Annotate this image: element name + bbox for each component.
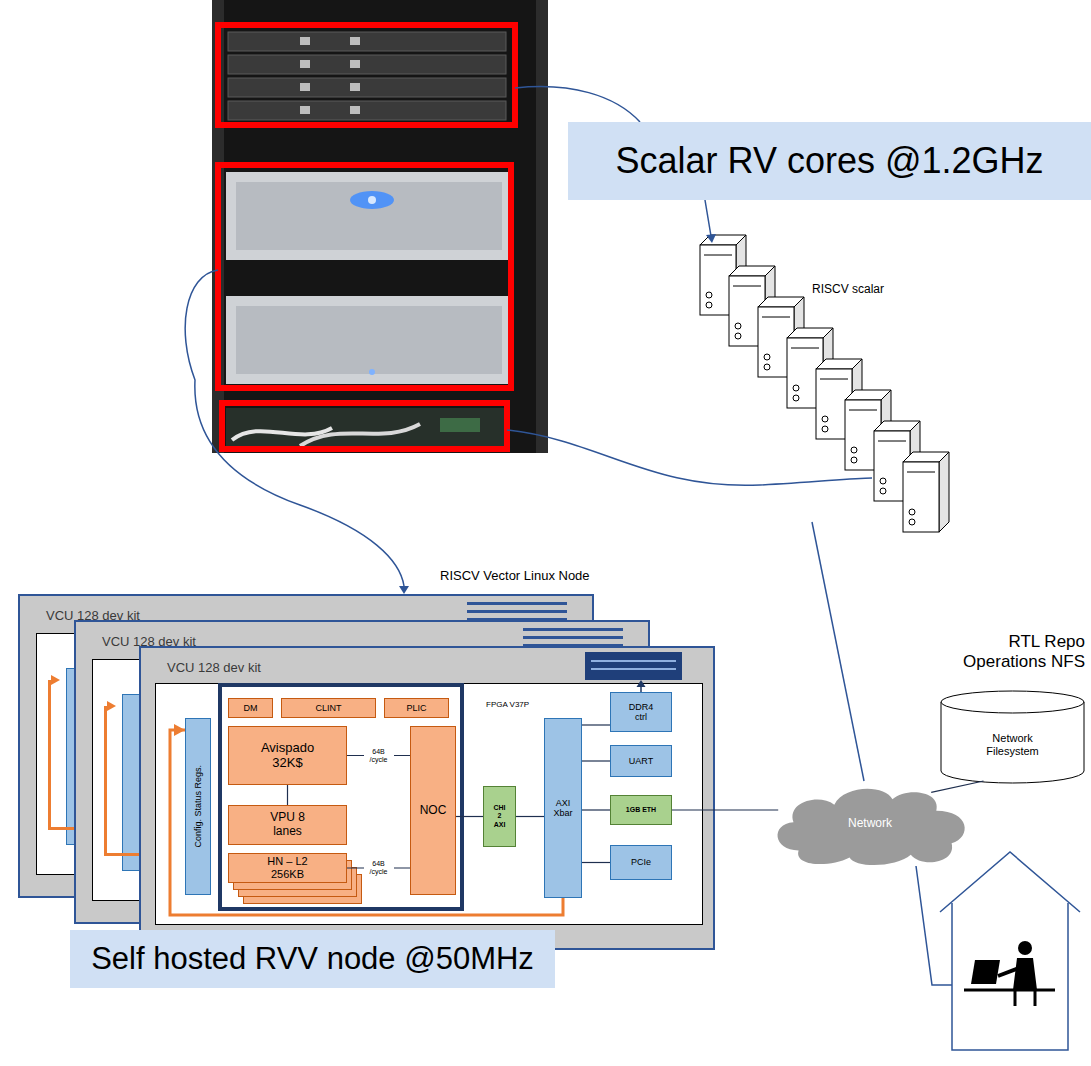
annotation-label: RISCV scalar: [812, 283, 884, 297]
controller-block: DDR4 ctrl: [610, 692, 672, 732]
register-block: Config. Status Regs.: [185, 718, 211, 895]
rack-photo: [212, 0, 548, 453]
logic-block: DM: [228, 698, 273, 718]
controller-block: PCIe: [610, 845, 672, 880]
core-block: Avispado 32K$: [228, 726, 347, 785]
storage-cylinder: Network Filesystem: [940, 690, 1085, 783]
memory-bar: [591, 660, 676, 662]
node-text: Network Filesystem: [982, 732, 1044, 757]
dev-kit-card: VCU 128 dev kitFPGA V37P Config. Status R…: [139, 646, 715, 950]
network-cloud: Network: [768, 780, 972, 868]
node-text: Scalar RV cores @1.2GHz: [615, 140, 1043, 181]
connector: [287, 785, 288, 805]
controller-block: 1GB ETH: [610, 795, 672, 825]
callout-box: Scalar RV cores @1.2GHz: [568, 122, 1091, 200]
bridge-block: CHI 2 AXI: [483, 786, 516, 847]
node-text: PCIe: [631, 857, 651, 867]
memory-bar: [467, 610, 567, 613]
node-text: Config. Status Regs.: [193, 765, 203, 848]
connector: [931, 781, 983, 792]
logic-block: PLIC: [384, 698, 449, 718]
connector: [582, 724, 610, 725]
memory-arrow: [640, 686, 642, 692]
node-text: NOC: [420, 804, 447, 818]
edge-label: 64B /cycle: [364, 860, 394, 875]
node-text: Network: [848, 817, 892, 831]
node-text: Avispado 32K$: [261, 741, 314, 771]
connector: [516, 816, 544, 817]
arrow-head: [107, 701, 116, 711]
area-label: FPGA V37P: [486, 700, 529, 709]
node-text: UART: [629, 756, 653, 766]
noc-block: NOC: [410, 726, 456, 895]
connector: [347, 867, 410, 868]
node-text: PLIC: [406, 703, 426, 713]
card-title: VCU 128 dev kit: [167, 661, 261, 676]
card-title: VCU 128 dev kit: [102, 635, 196, 650]
node-text: AXI Xbar: [553, 798, 572, 819]
connector: [456, 816, 483, 817]
arrow-head: [174, 724, 185, 736]
vector-unit-block: VPU 8 lanes: [228, 805, 347, 845]
controller-block: UART: [610, 745, 672, 777]
edge-label: 64B /cycle: [364, 748, 394, 763]
node-text: DDR4 ctrl: [629, 702, 654, 723]
arrow-head: [399, 586, 409, 594]
node-text: CHI 2 AXI: [493, 804, 505, 828]
memory-bar: [467, 602, 567, 605]
server-icons: [700, 235, 949, 532]
cylinder-top: [941, 691, 1084, 713]
connector: [582, 862, 610, 863]
crossbar-block: AXI Xbar: [544, 718, 582, 898]
cylinder-body: [941, 702, 1084, 783]
cache-block: HN – L2 256KB: [228, 853, 347, 883]
node-text: HN – L2 256KB: [259, 855, 317, 880]
arrow-head: [637, 680, 646, 687]
node-text: DM: [244, 703, 258, 713]
arrow-head: [51, 675, 60, 685]
callout-box: Self hosted RVV node @50MHz: [70, 930, 555, 988]
home-user-icon: [940, 852, 1080, 1050]
memory-bar: [523, 636, 623, 639]
annotation-label: RTL Repo Operations NFS: [940, 632, 1085, 671]
node-text: 1GB ETH: [626, 806, 656, 814]
memory-bar: [591, 668, 676, 670]
connector: [582, 760, 610, 761]
node-text: Self hosted RVV node @50MHz: [91, 941, 534, 977]
logic-block: CLINT: [281, 698, 376, 718]
connector: [170, 730, 563, 915]
card-title: VCU 128 dev kit: [46, 609, 140, 624]
cloud-shape: [778, 789, 965, 865]
connector: [672, 809, 778, 810]
node-text: VPU 8 lanes: [262, 811, 314, 839]
connector: [582, 809, 610, 810]
node-text: CLINT: [315, 703, 341, 713]
annotation-label: RISCV Vector Linux Node: [440, 569, 590, 584]
connector: [347, 755, 410, 756]
memory-bar: [523, 628, 623, 631]
fpga-area: FPGA V37P Config. Status Regs. DM CLINT PLIC…: [155, 683, 703, 925]
arrow-head: [706, 234, 716, 243]
memory-module: [585, 652, 682, 680]
